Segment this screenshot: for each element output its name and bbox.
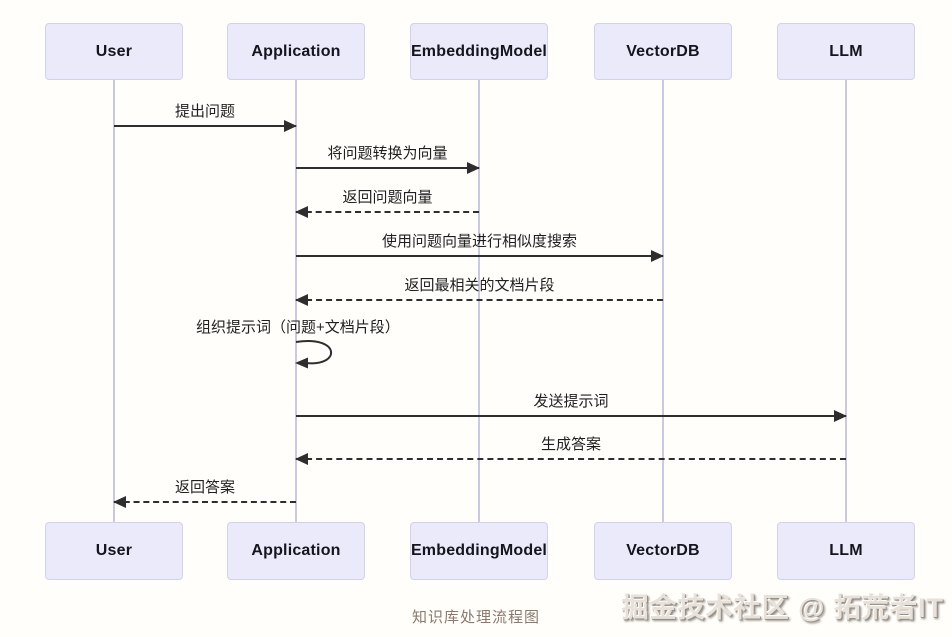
actor-box-llm-bottom: LLM [777, 522, 915, 580]
message-return-question-vector: 返回问题向量 [295, 188, 479, 218]
arrowhead-left-icon [295, 453, 308, 465]
self-loop-arrow [295, 340, 333, 369]
message-label: 使用问题向量进行相似度搜索 [381, 233, 577, 250]
message-label: 组织提示词（问题+文档片段） [196, 319, 400, 336]
arrowhead-right-icon [467, 162, 480, 174]
message-arrow-dashed [295, 294, 663, 306]
message-label: 返回答案 [174, 479, 235, 496]
message-arrow [296, 162, 480, 174]
lifeline-user [113, 80, 115, 522]
lifeline-vectordb [662, 80, 664, 522]
actor-box-embeddingmodel-bottom: EmbeddingModel [410, 522, 548, 580]
message-arrow [296, 250, 664, 262]
message-label: 提出问题 [174, 103, 235, 120]
message-organize-prompt: 组织提示词（问题+文档片段） [196, 318, 400, 341]
message-convert-to-vector: 将问题转换为向量 [296, 144, 480, 174]
message-label: 将问题转换为向量 [327, 145, 448, 162]
message-return-doc-fragments: 返回最相关的文档片段 [295, 276, 663, 306]
arrowhead-right-icon [284, 120, 297, 132]
message-arrow [296, 410, 847, 422]
message-label: 返回最相关的文档片段 [404, 277, 555, 294]
message-label: 生成答案 [540, 436, 601, 453]
actor-box-application-bottom: Application [227, 522, 365, 580]
diagram-caption: 知识库处理流程图 [411, 609, 540, 626]
arrowhead-right-icon [651, 250, 664, 262]
message-generate-answer: 生成答案 [295, 435, 846, 465]
arrowhead-left-icon [295, 294, 308, 306]
watermark: 掘金技术社区 @ 拓荒者IT [621, 593, 944, 623]
arrowhead-right-icon [834, 410, 847, 422]
message-arrow-dashed [113, 496, 296, 508]
arrowhead-left-icon [113, 496, 126, 508]
message-return-answer: 返回答案 [113, 478, 296, 508]
actor-box-user-bottom: User [45, 522, 183, 580]
arrowhead-left-icon [295, 206, 308, 218]
message-send-prompt: 发送提示词 [296, 392, 847, 422]
message-label: 发送提示词 [533, 393, 609, 410]
message-similarity-search: 使用问题向量进行相似度搜索 [296, 232, 664, 262]
message-ask-question: 提出问题 [114, 102, 297, 132]
actor-box-vectordb-bottom: VectorDB [594, 522, 732, 580]
message-arrow-dashed [295, 453, 846, 465]
actor-box-embeddingmodel-top: EmbeddingModel [410, 23, 548, 80]
actor-box-user-top: User [45, 23, 183, 80]
message-label: 返回问题向量 [342, 189, 433, 206]
message-arrow-dashed [295, 206, 479, 218]
lifeline-embeddingmodel [478, 80, 480, 522]
lifeline-llm [845, 80, 847, 522]
actor-box-llm-top: LLM [777, 23, 915, 80]
message-arrow [114, 120, 297, 132]
actor-box-vectordb-top: VectorDB [594, 23, 732, 80]
actor-box-application-top: Application [227, 23, 365, 80]
